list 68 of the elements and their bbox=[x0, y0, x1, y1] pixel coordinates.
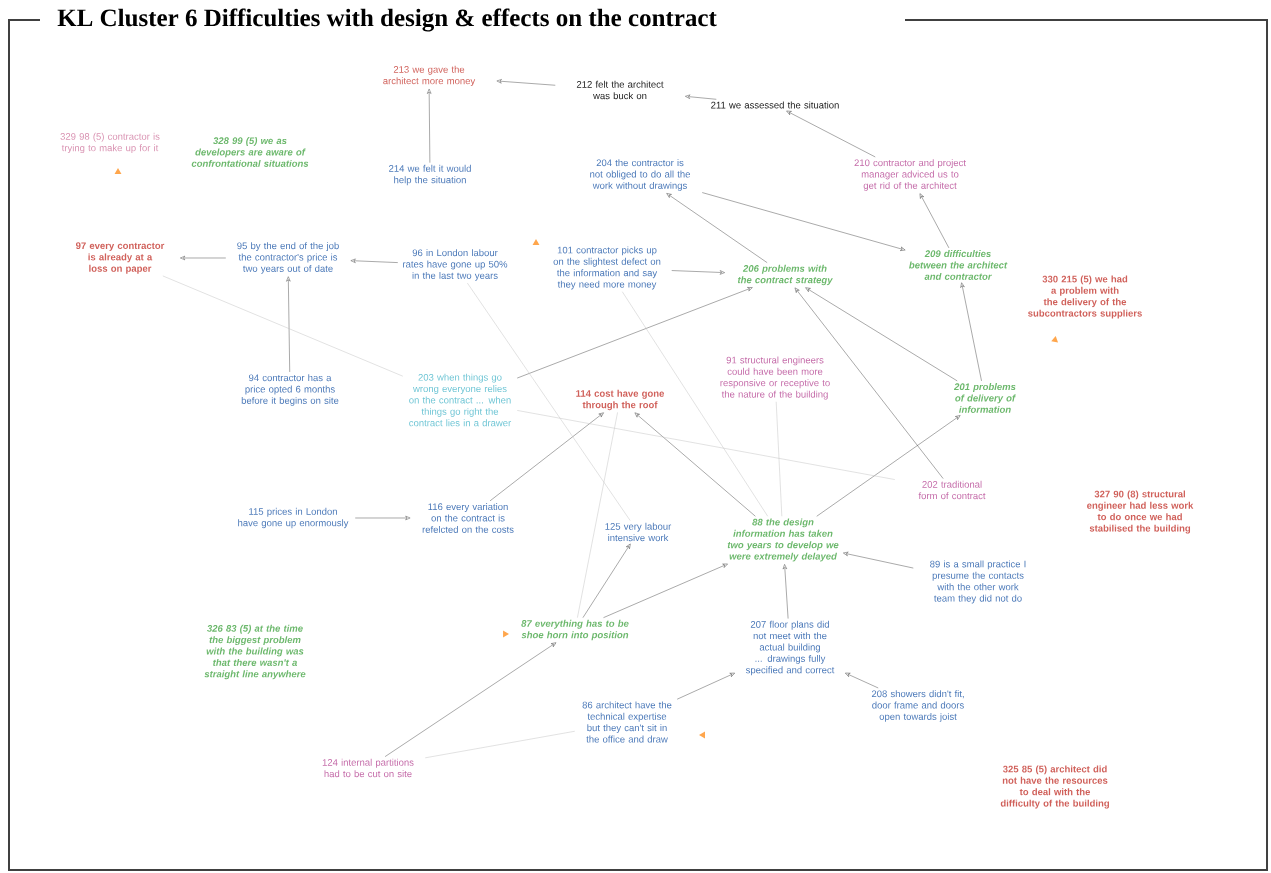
connector-line bbox=[516, 410, 896, 480]
statement-text: 88 the design information has taken two years to develop we were extremely delayed bbox=[727, 518, 839, 562]
connector-line bbox=[577, 412, 618, 618]
arrow bbox=[805, 287, 958, 382]
statement-text: 125 very labour intensive work bbox=[605, 522, 672, 542]
statement-text: 214 we felt it would help the situation bbox=[389, 164, 471, 186]
arrow bbox=[180, 255, 227, 261]
statement-text: 327 90 (8) structural engineer had less work to do once we had stabilised the building bbox=[1087, 490, 1194, 534]
statement-text: 203 when things go wrong everyone relies on the contract ... when things go right the contract lies in a drawer bbox=[409, 373, 512, 427]
arrow bbox=[516, 287, 753, 379]
arrow bbox=[634, 412, 756, 517]
arrow bbox=[782, 564, 789, 619]
statement-text: 86 architect have the technical expertise but they can't sit in the office and draw bbox=[582, 701, 672, 743]
arrow bbox=[603, 563, 728, 618]
statement-text: 124 internal partitions had to be cut on site bbox=[322, 758, 414, 778]
statement-text: 206 problems with the contract strategy bbox=[737, 264, 833, 286]
statement-text: 210 contractor and project manager adviced us to get rid of the architect bbox=[854, 159, 966, 191]
arrow bbox=[384, 642, 557, 757]
connector-line bbox=[467, 282, 631, 521]
statement-text: 325 85 (5) architect did not have the resources to deal with the difficulty of the building bbox=[1000, 765, 1109, 809]
arrow bbox=[845, 672, 879, 689]
statement-text: 204 the contractor is not obliged to do all the work without drawings bbox=[590, 159, 690, 191]
arrow bbox=[350, 258, 399, 263]
arrow bbox=[786, 110, 876, 158]
connector-line bbox=[424, 731, 576, 759]
arrow bbox=[354, 515, 411, 521]
statement-text: 89 is a small practice I presume the contacts with the other work team they did not do bbox=[930, 560, 1026, 604]
statement-text: 326 83 (5) at the time the biggest problem with the building was that there wasn't a straight line anywhere bbox=[204, 624, 306, 680]
connector-line bbox=[622, 291, 768, 517]
arrow bbox=[496, 79, 556, 86]
arrow bbox=[489, 412, 604, 502]
statement-text: 101 contractor picks up on the slightest defect on the information and say they need more money bbox=[553, 246, 661, 290]
arrow bbox=[427, 88, 432, 163]
arrow bbox=[919, 193, 950, 249]
connector-line bbox=[162, 275, 404, 377]
statement-text: 330 215 (5) we had a problem with the delivery of the subcontractors suppliers bbox=[1028, 275, 1142, 319]
statement-text: 211 we assessed the situation bbox=[711, 101, 839, 109]
statement-text: 328 99 (5) we as developers are aware of confrontational situations bbox=[191, 137, 309, 167]
arrow bbox=[843, 551, 914, 569]
arrow bbox=[671, 270, 725, 275]
statement-text: 91 structural engineers could have been more responsive or receptive to the nature of the building bbox=[720, 356, 830, 400]
statement-text: 201 problems of delivery of information bbox=[954, 383, 1016, 413]
arrow bbox=[676, 672, 735, 700]
statement-text: 115 prices in London have gone up enormously bbox=[238, 507, 349, 529]
arrow bbox=[816, 415, 961, 517]
statement-text: 207 floor plans did not meet with the actual building ... drawings fully specified and correct bbox=[745, 620, 835, 676]
arrow bbox=[286, 276, 291, 373]
statement-text: 116 every variation on the contract is refelcted on the costs bbox=[422, 503, 514, 533]
statement-text: 329 98 (5) contractor is trying to make up for it bbox=[60, 132, 160, 154]
statement-text: 202 traditional form of contract bbox=[918, 480, 986, 500]
arrow bbox=[582, 543, 631, 618]
arrow bbox=[960, 282, 982, 382]
statement-text: 213 we gave the architect more money bbox=[383, 65, 476, 87]
statement-text: 212 felt the architect was buck on bbox=[576, 80, 664, 100]
statement-text: 87 everything has to be shoe horn into position bbox=[521, 619, 629, 641]
statement-text: 209 difficulties between the architect and contractor bbox=[909, 250, 1008, 280]
statement-text: 208 showers didn't fit, door frame and doors open towards joist bbox=[871, 690, 964, 722]
statement-text: 114 cost have gone through the roof bbox=[576, 389, 664, 411]
arrow bbox=[666, 193, 768, 263]
arrow bbox=[794, 287, 944, 479]
statement-text: 97 every contractor is already at a loss on paper bbox=[76, 242, 165, 274]
connector-line bbox=[775, 401, 783, 517]
arrow bbox=[685, 94, 717, 100]
statement-text: 95 by the end of the job the contractor's price is two years out of date bbox=[237, 242, 339, 274]
title: KL Cluster 6 Difficulties with design & effects on the contract bbox=[57, 8, 717, 32]
statement-text: 96 in London labour rates have gone up 50% in the last two years bbox=[403, 249, 508, 281]
arrow bbox=[701, 192, 906, 251]
statement-text: 94 contractor has a price opted 6 months before it begins on site bbox=[241, 374, 339, 406]
